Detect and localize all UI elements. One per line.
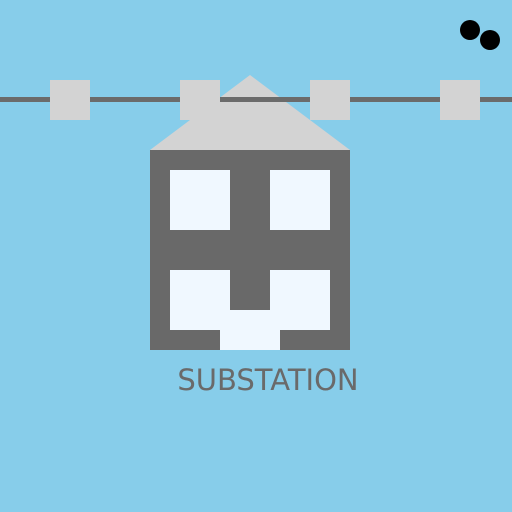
power-line-wire: [0, 97, 512, 102]
insulator: [50, 80, 90, 120]
building-label: SUBSTATION: [177, 363, 358, 397]
insulator: [440, 80, 480, 120]
building-door: [220, 310, 280, 350]
building-window: [270, 170, 330, 230]
insulator: [310, 80, 350, 120]
insulator: [180, 80, 220, 120]
building-window: [170, 170, 230, 230]
building-roof: [150, 75, 350, 150]
corner-dot: [460, 20, 480, 40]
corner-dot: [480, 30, 500, 50]
